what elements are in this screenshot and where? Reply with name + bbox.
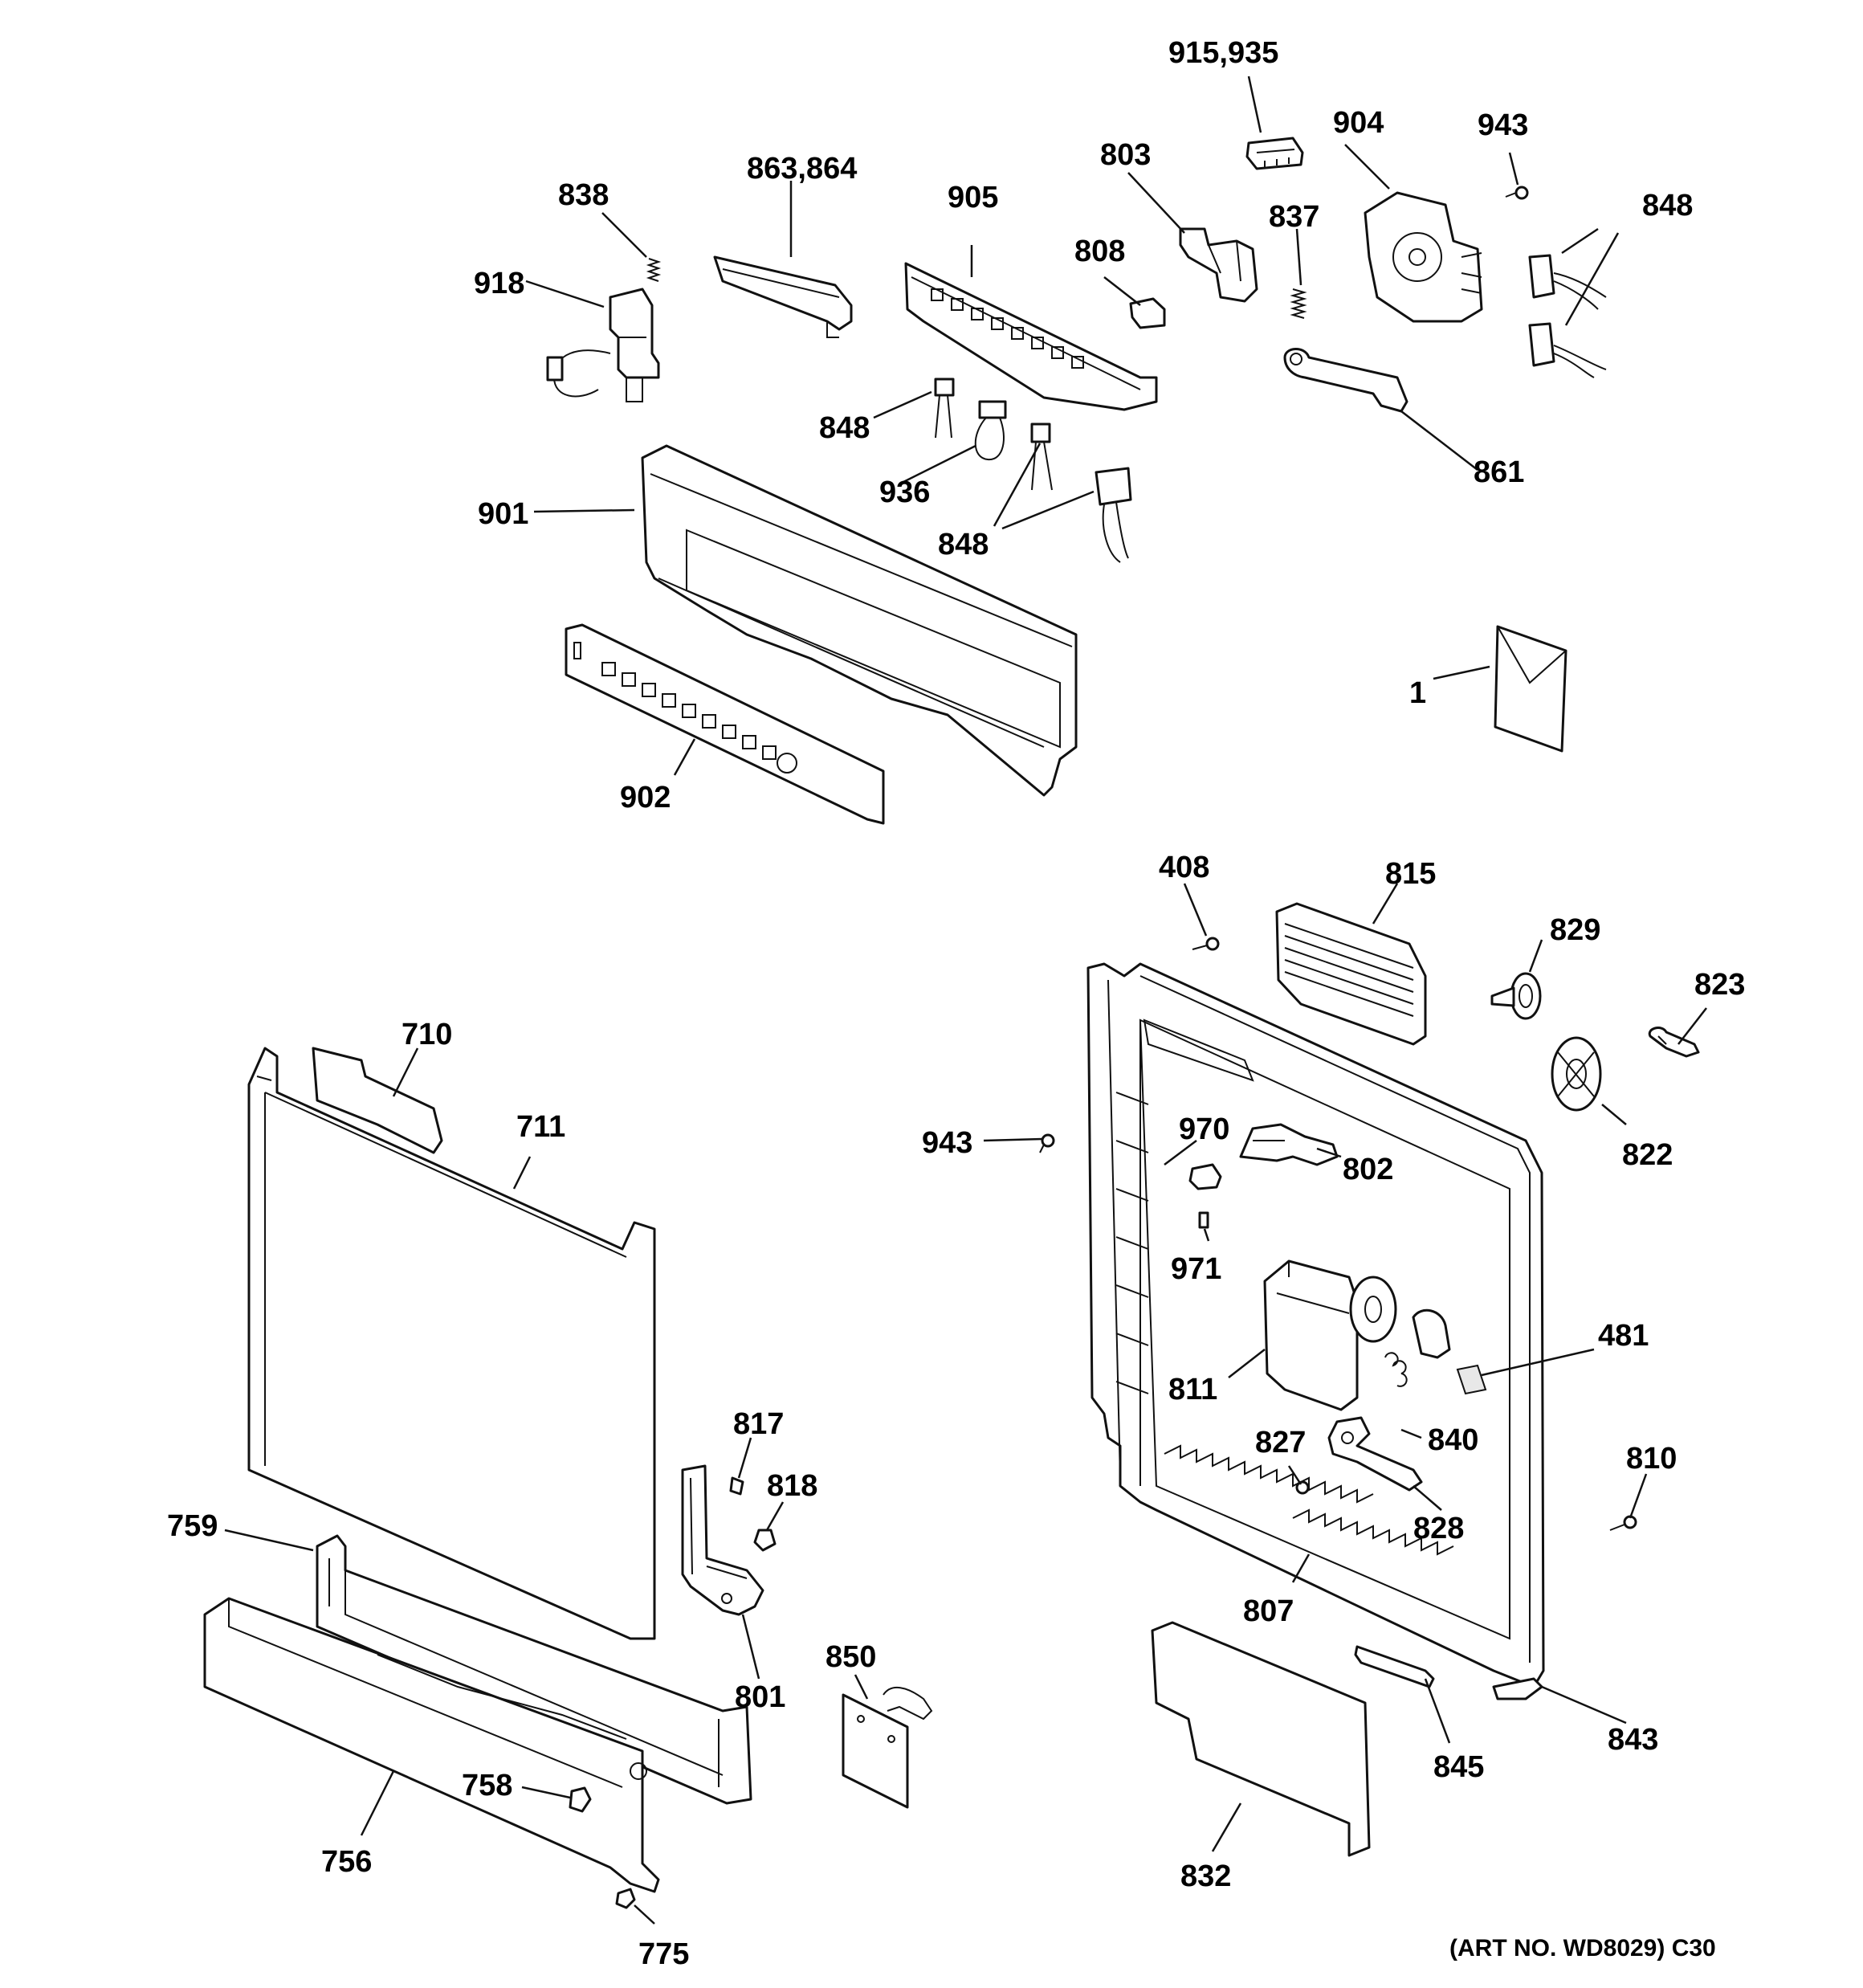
- callout-904: 904: [1333, 106, 1384, 140]
- callout-759: 759: [167, 1509, 218, 1543]
- callout-843: 843: [1608, 1723, 1658, 1757]
- part-822-wheel: [1551, 1036, 1602, 1112]
- callout-408: 408: [1159, 851, 1209, 884]
- part-901-console: [641, 444, 1078, 797]
- part-815-vent: [1275, 902, 1427, 1046]
- part-481-label: [1456, 1364, 1487, 1395]
- part-902-panel-overlay: [565, 623, 885, 825]
- callout-837: 837: [1269, 200, 1319, 234]
- part-936-jumper: [974, 400, 1007, 461]
- callout-848-lower: 848: [938, 528, 989, 561]
- callout-811: 811: [1168, 1373, 1217, 1406]
- callout-943-left: 943: [922, 1126, 972, 1160]
- callout-943-top: 943: [1478, 108, 1528, 142]
- callout-901: 901: [478, 497, 528, 531]
- callout-936: 936: [879, 476, 930, 509]
- callout-850: 850: [826, 1640, 876, 1674]
- callout-861: 861: [1474, 455, 1524, 489]
- callout-815: 815: [1385, 857, 1436, 891]
- part-905-control-board: [904, 262, 1158, 411]
- callout-902: 902: [620, 781, 671, 814]
- part-rinse-aid-cap: [1349, 1276, 1451, 1359]
- part-803-switch: [1179, 227, 1258, 303]
- part-838-spring: [646, 258, 662, 282]
- part-710-strip: [312, 1047, 443, 1154]
- callout-823: 823: [1694, 968, 1745, 1002]
- callout-810: 810: [1626, 1442, 1677, 1476]
- part-971-screw: [1198, 1211, 1209, 1229]
- callout-840: 840: [1428, 1423, 1478, 1457]
- callout-817: 817: [733, 1407, 784, 1441]
- part-843-gasket: [1492, 1677, 1543, 1700]
- part-832-panel: [1151, 1621, 1371, 1857]
- part-1-literature-envelope: [1494, 625, 1567, 753]
- part-848-connector-middle: [934, 378, 955, 439]
- part-863-864-bracket: [713, 255, 853, 338]
- part-801-hinge: [681, 1464, 764, 1616]
- callout-756: 756: [321, 1845, 372, 1879]
- art-number: (ART NO. WD8029) C30: [1449, 1935, 1716, 1961]
- part-823-arm: [1648, 1027, 1700, 1058]
- part-802-latch: [1239, 1123, 1339, 1166]
- part-817-screw: [729, 1476, 744, 1496]
- callout-905: 905: [948, 181, 998, 214]
- part-756-toe-panel: [203, 1597, 660, 1893]
- callout-915-935: 915,935: [1168, 36, 1278, 70]
- part-810-screw: [1609, 1515, 1637, 1531]
- part-850-bracket: [842, 1687, 933, 1809]
- callout-labels: 915,935 904 943 863,864 803 838 905 848 …: [167, 36, 1745, 1971]
- callout-775: 775: [638, 1937, 689, 1971]
- callout-822: 822: [1622, 1138, 1673, 1172]
- part-848-connectors-lower: [1030, 423, 1132, 563]
- callout-710: 710: [402, 1018, 452, 1051]
- part-837-spring: [1290, 288, 1307, 319]
- part-827-screw: [1295, 1480, 1310, 1495]
- part-829-knob: [1490, 972, 1542, 1020]
- part-861-lever: [1283, 348, 1408, 413]
- part-758-screw: [569, 1786, 592, 1813]
- part-828-lever: [1327, 1416, 1423, 1492]
- callout-808: 808: [1074, 235, 1125, 268]
- callout-758: 758: [462, 1769, 512, 1802]
- part-943-screw-left: [1039, 1133, 1055, 1153]
- callout-801: 801: [735, 1680, 785, 1714]
- callout-828: 828: [1413, 1512, 1464, 1545]
- callout-845: 845: [1433, 1750, 1484, 1784]
- callout-832: 832: [1180, 1859, 1231, 1893]
- callout-848-top-right: 848: [1642, 189, 1693, 222]
- callout-863-864: 863,864: [747, 152, 857, 186]
- callout-827: 827: [1255, 1426, 1306, 1459]
- part-904-timer: [1364, 191, 1483, 323]
- leader-lines: [224, 76, 1707, 1925]
- callout-807: 807: [1243, 1594, 1294, 1628]
- part-848-connectors-right: [1528, 254, 1607, 378]
- part-775-screw: [615, 1888, 636, 1909]
- callout-838: 838: [558, 178, 609, 212]
- part-918-bracket: [546, 288, 660, 402]
- part-408-screw: [1192, 937, 1220, 951]
- part-845-strip: [1354, 1645, 1435, 1688]
- part-915-935-connector: [1245, 137, 1304, 170]
- part-711-door-panel: [247, 1047, 656, 1640]
- callout-1: 1: [1409, 676, 1426, 710]
- callout-803: 803: [1100, 138, 1151, 172]
- part-840-spring: [1384, 1352, 1408, 1387]
- callout-918: 918: [474, 267, 524, 300]
- part-818-nut: [753, 1529, 777, 1552]
- part-808-clip: [1129, 297, 1166, 329]
- callout-711: 711: [516, 1110, 565, 1144]
- callout-971: 971: [1171, 1252, 1221, 1286]
- part-811-dispenser: [1263, 1259, 1359, 1411]
- part-970-button: [1188, 1163, 1222, 1190]
- part-943-screw-top: [1505, 186, 1529, 200]
- callout-481: 481: [1598, 1319, 1649, 1353]
- callout-970: 970: [1179, 1112, 1229, 1146]
- callout-802: 802: [1343, 1153, 1393, 1186]
- callout-829: 829: [1550, 913, 1600, 947]
- callout-848-middle: 848: [819, 411, 870, 445]
- callout-818: 818: [767, 1469, 817, 1503]
